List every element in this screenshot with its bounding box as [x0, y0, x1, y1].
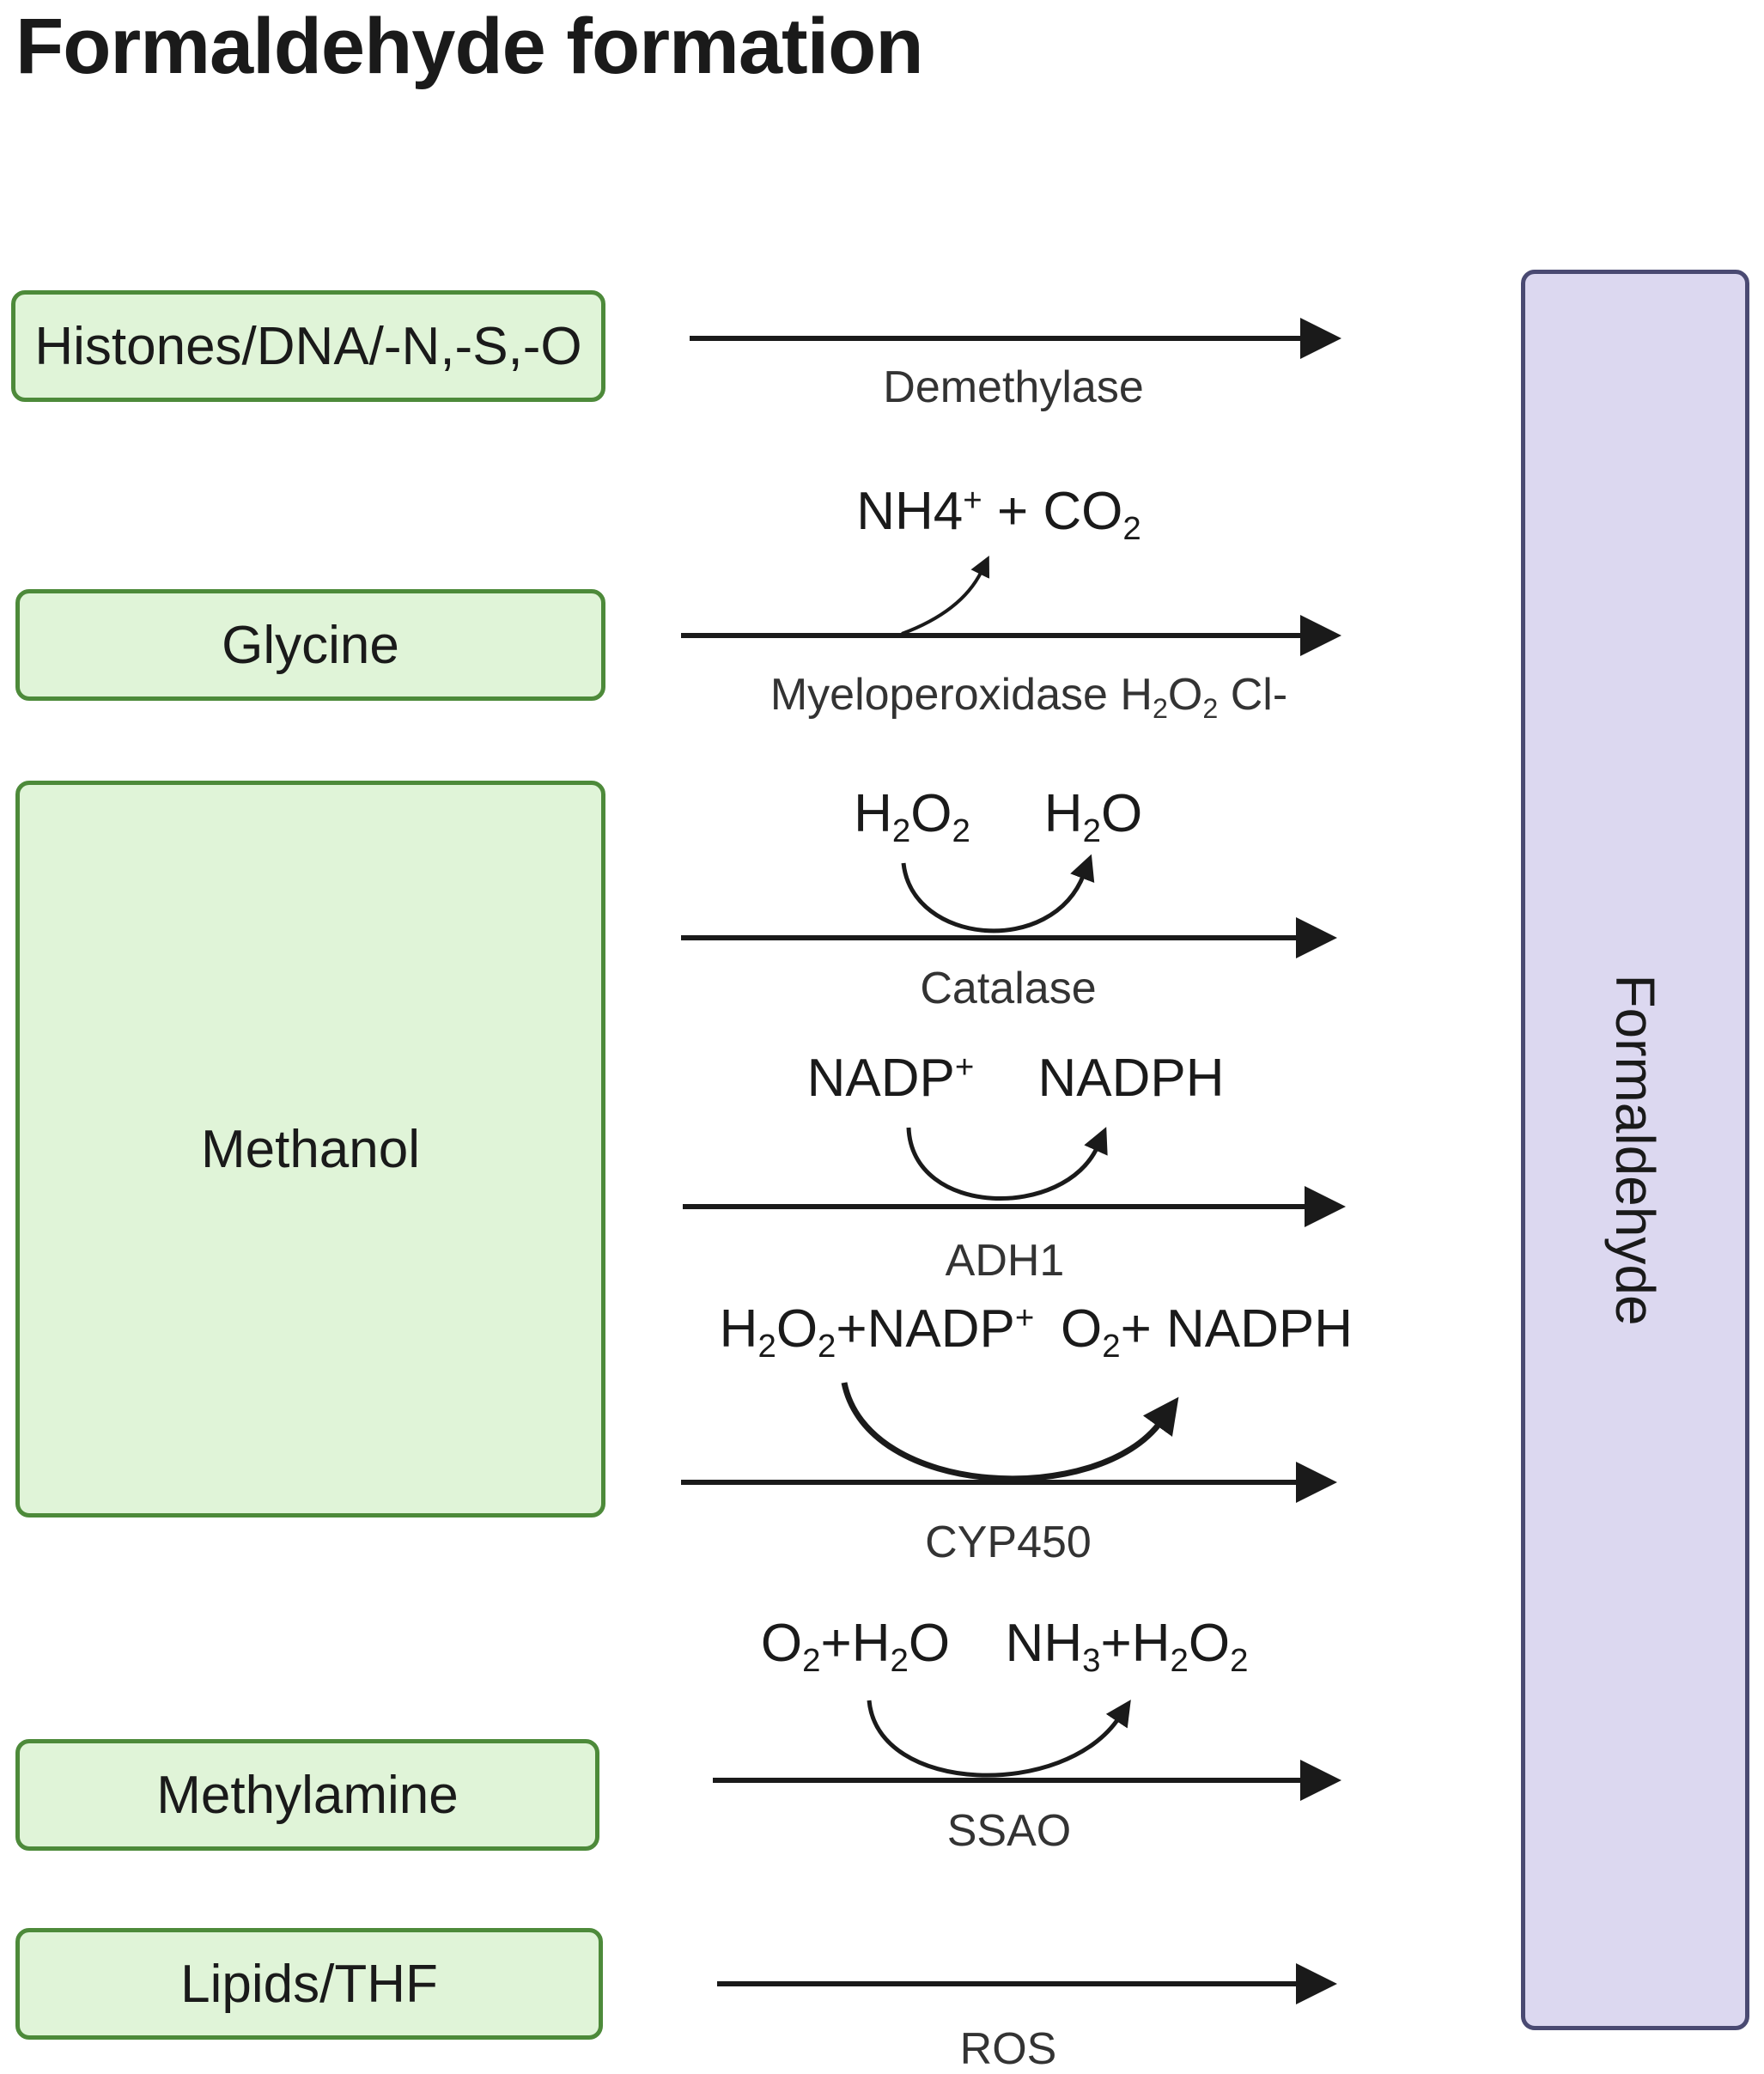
- cyp450-in-nadp: +NADP: [836, 1299, 1015, 1359]
- catalase-out-o: O: [1100, 784, 1143, 843]
- formaldehyde-box: Formaldehyde: [1521, 270, 1749, 2030]
- cyp450-side-arrow: [841, 1382, 1179, 1482]
- ssao-input: O2+H2O: [760, 1614, 951, 1677]
- ssao-side-arrow: [867, 1700, 1131, 1778]
- ssao-out-o: O: [1188, 1614, 1231, 1673]
- cyp450-in-h: H: [719, 1299, 758, 1359]
- source-methylamine-label: Methylamine: [156, 1765, 459, 1825]
- product-co-sub2: 2: [1122, 509, 1141, 547]
- cyp450-out-o: O: [1060, 1299, 1103, 1359]
- ssao-out-h: +H: [1100, 1614, 1171, 1673]
- cyp450-in-sub2a: 2: [757, 1327, 776, 1365]
- myeloperoxidase-name: Myeloperoxidase: [769, 670, 1108, 720]
- ssao-label: SSAO: [946, 1806, 1072, 1856]
- myeloperoxidase-h: H: [1120, 670, 1153, 720]
- cyp450-label: CYP450: [925, 1517, 1092, 1567]
- ssao-in-o2: O: [908, 1614, 951, 1673]
- cyp450-input: H2O2+NADP+: [720, 1301, 1035, 1362]
- ssao-out-nh: NH: [1005, 1614, 1083, 1673]
- catalase-in-sub2b: 2: [952, 812, 970, 849]
- source-histones-label: Histones/DNA/-N,-S,-O: [34, 316, 582, 376]
- adh1-label: ADH1: [945, 1236, 1065, 1286]
- ssao-out-sub2a: 2: [1170, 1641, 1189, 1679]
- ssao-out-sub2b: 2: [1230, 1641, 1249, 1679]
- catalase-label: Catalase: [920, 964, 1097, 1013]
- ssao-in-h: +H: [820, 1614, 891, 1673]
- cyp450-output: O2+ NADPH: [1061, 1303, 1353, 1363]
- adh1-in-sup: +: [954, 1048, 975, 1086]
- cyp450-in-o: O: [776, 1299, 818, 1359]
- page-title: Formaldehyde formation: [15, 3, 924, 90]
- myeloperoxidase-cl: Cl-: [1230, 670, 1288, 720]
- catalase-in-h: H: [854, 784, 892, 843]
- adh1-in-nadp: NADP: [806, 1049, 955, 1108]
- source-histones-box: Histones/DNA/-N,-S,-O: [11, 290, 605, 402]
- cyp450-out-rest: + NADPH: [1120, 1299, 1353, 1359]
- cyp450-in-sup: +: [1014, 1299, 1035, 1336]
- ssao-output: NH3+H2O2: [1005, 1614, 1249, 1677]
- myeloperoxidase-side-arrow: [901, 556, 990, 636]
- ros-label: ROS: [959, 2024, 1057, 2074]
- source-methanol-label: Methanol: [200, 1119, 421, 1179]
- ssao-out-sub3: 3: [1082, 1641, 1101, 1679]
- product-co: + CO: [996, 482, 1123, 541]
- product-plus-sup: +: [963, 481, 982, 519]
- ssao-in-o: O: [760, 1614, 803, 1673]
- source-lipids-label: Lipids/THF: [180, 1954, 438, 2014]
- myeloperoxidase-sub2a: 2: [1152, 692, 1168, 724]
- source-glycine-label: Glycine: [222, 615, 399, 675]
- myeloperoxidase-products: NH4+ + CO2: [856, 481, 1141, 544]
- source-methanol-box: Methanol: [15, 781, 605, 1517]
- ssao-in-sub2a: 2: [802, 1641, 821, 1679]
- product-nh4: NH4: [856, 482, 964, 541]
- source-lipids-box: Lipids/THF: [15, 1928, 603, 2040]
- myeloperoxidase-sub2b: 2: [1202, 692, 1219, 724]
- adh1-input: NADP+: [806, 1048, 975, 1108]
- demethylase-label: Demethylase: [883, 362, 1144, 412]
- cyp450-in-sub2b: 2: [818, 1327, 836, 1365]
- catalase-out-h: H: [1043, 784, 1083, 843]
- myeloperoxidase-o: O: [1167, 670, 1203, 720]
- source-glycine-box: Glycine: [15, 589, 605, 701]
- adh1-output: NADPH: [1037, 1049, 1225, 1108]
- catalase-output: H2O: [1044, 788, 1142, 848]
- catalase-side-arrow: [901, 854, 1095, 934]
- myeloperoxidase-label: Myeloperoxidase H2O2 Cl-: [769, 670, 1288, 722]
- cyp450-out-sub2: 2: [1102, 1327, 1121, 1365]
- ssao-in-sub2b: 2: [890, 1641, 909, 1679]
- catalase-in-o: O: [910, 784, 952, 843]
- catalase-in-sub2a: 2: [891, 812, 911, 849]
- source-methylamine-box: Methylamine: [15, 1739, 599, 1851]
- catalase-out-sub2: 2: [1082, 812, 1101, 849]
- adh1-side-arrow: [906, 1127, 1108, 1201]
- catalase-input: H2O2: [854, 788, 970, 848]
